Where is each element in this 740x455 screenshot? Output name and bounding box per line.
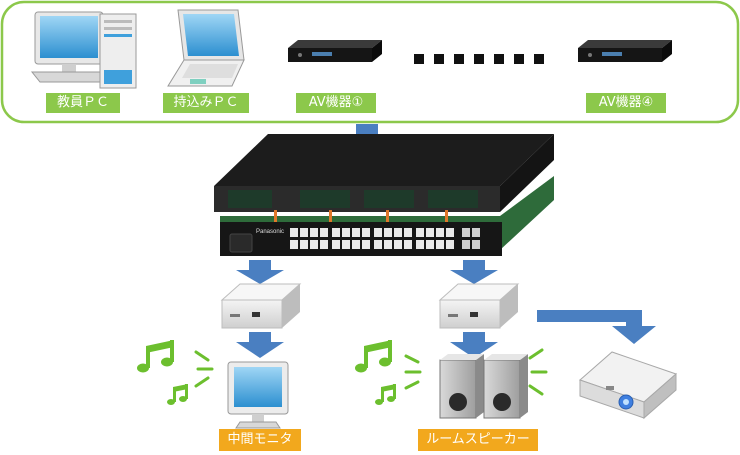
more-devices-dots	[414, 54, 544, 64]
switch-port	[416, 240, 424, 249]
switch-port	[384, 228, 392, 237]
switch-port	[446, 228, 454, 237]
switch-port	[310, 228, 318, 237]
av-device-icon-1	[288, 40, 382, 62]
switch-ports	[290, 228, 480, 249]
source-label-av-device-4: AV機器④	[586, 93, 666, 113]
music-note-icon-left-small	[167, 384, 188, 405]
switch-port	[446, 240, 454, 249]
switch-port	[404, 228, 412, 237]
source-label-av-device-1: AV機器①	[296, 93, 376, 113]
switch-port	[352, 240, 360, 249]
receiver-box-left-icon	[220, 283, 302, 329]
switch-port	[394, 228, 402, 237]
switch-port	[436, 228, 444, 237]
switch-port	[300, 240, 308, 249]
speaker-icon-left	[439, 354, 484, 419]
arrow-receiver-to-speakers	[450, 332, 498, 358]
switch-port	[394, 240, 402, 249]
switch-port	[342, 228, 350, 237]
switch-port	[352, 228, 360, 237]
source-label-personal-pc: 持込みＰＣ	[163, 93, 249, 113]
speaker-icon-right	[483, 354, 528, 419]
switch-port	[426, 240, 434, 249]
switch-port	[374, 240, 382, 249]
arrow-switch-to-receiver-right	[450, 260, 498, 284]
output-label-monitor: 中間モニタ	[219, 429, 301, 451]
switch-port	[404, 240, 412, 249]
switch-port	[290, 228, 298, 237]
sound-lines-speaker-right	[528, 348, 548, 396]
sound-lines-speaker-left	[404, 354, 422, 390]
switch-port	[436, 240, 444, 249]
switch-port	[310, 240, 318, 249]
arrow-switch-to-receiver-left	[236, 260, 284, 284]
switch-port	[290, 240, 298, 249]
switch-port	[300, 228, 308, 237]
source-label-teacher-pc: 教員ＰＣ	[46, 93, 120, 113]
switch-sfp-port	[472, 240, 480, 249]
arrow-receiver-to-projector	[537, 310, 656, 344]
switch-port	[374, 228, 382, 237]
switch-port	[320, 228, 328, 237]
switch-sfp-port	[462, 228, 470, 237]
switch-port	[362, 228, 370, 237]
projector-icon	[579, 351, 677, 420]
switch-port	[362, 240, 370, 249]
receiver-box-right-icon	[438, 283, 520, 329]
music-note-icon-right-small	[375, 384, 396, 405]
switch-sfp-port	[462, 240, 470, 249]
output-label-speakers: ルームスピーカー	[418, 429, 538, 451]
music-note-icon-left-large	[137, 340, 174, 373]
av-device-icon-4	[578, 40, 672, 62]
switch-port	[332, 228, 340, 237]
network-switch-icon: Panasonic	[214, 134, 554, 256]
switch-brand: Panasonic	[256, 229, 284, 235]
switch-port	[426, 228, 434, 237]
desktop-pc-icon	[30, 11, 137, 89]
switch-port	[384, 240, 392, 249]
laptop-icon	[167, 9, 245, 87]
monitor-icon	[227, 361, 289, 429]
arrow-receiver-to-monitor	[236, 332, 284, 358]
switch-port	[416, 228, 424, 237]
music-note-icon-right-large	[355, 340, 392, 373]
sound-lines-left	[194, 350, 214, 388]
switch-port	[320, 240, 328, 249]
switch-sfp-port	[472, 228, 480, 237]
switch-port	[332, 240, 340, 249]
switch-port	[342, 240, 350, 249]
